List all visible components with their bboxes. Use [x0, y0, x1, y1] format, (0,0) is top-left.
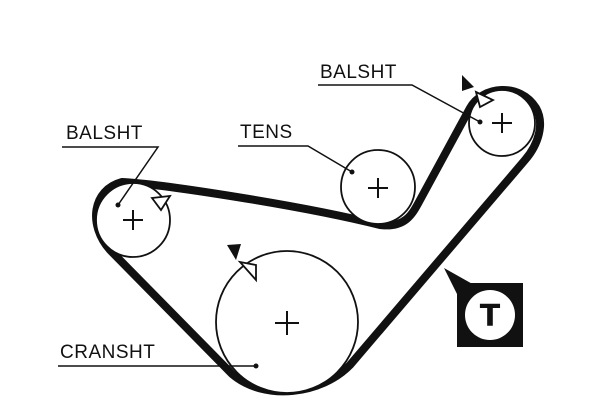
plus-icon: [275, 311, 299, 335]
label-balance-shaft-left: BALSHT: [62, 123, 160, 208]
tensioner-pulley: [340, 149, 416, 225]
label-text: CRANSHT: [60, 342, 155, 363]
plus-icon: [123, 210, 143, 230]
label-tensioner: TENS: [238, 122, 355, 175]
rotation-arrow-icon: [227, 244, 241, 260]
balance-shaft-pulley-right: [462, 75, 536, 157]
rotation-arrow-icon: [474, 90, 495, 109]
balance-shaft-pulley-left: [95, 182, 172, 258]
label-balance-shaft-right: BALSHT: [318, 62, 483, 125]
plus-icon: [368, 178, 388, 198]
label-text: TENS: [240, 122, 293, 143]
timing-belt: [92, 86, 544, 396]
rotation-arrow-icon: [462, 75, 474, 91]
label-text: BALSHT: [66, 123, 143, 144]
badge-letter: T: [480, 299, 501, 334]
timing-mark-badge-icon: T: [444, 268, 523, 347]
rotation-arrow-icon: [237, 260, 257, 283]
plus-icon: [492, 113, 512, 133]
crankshaft-pulley: [215, 244, 359, 394]
label-text: BALSHT: [320, 62, 397, 83]
label-crankshaft: CRANSHT: [58, 342, 259, 369]
rotation-arrow-icon: [150, 194, 172, 212]
